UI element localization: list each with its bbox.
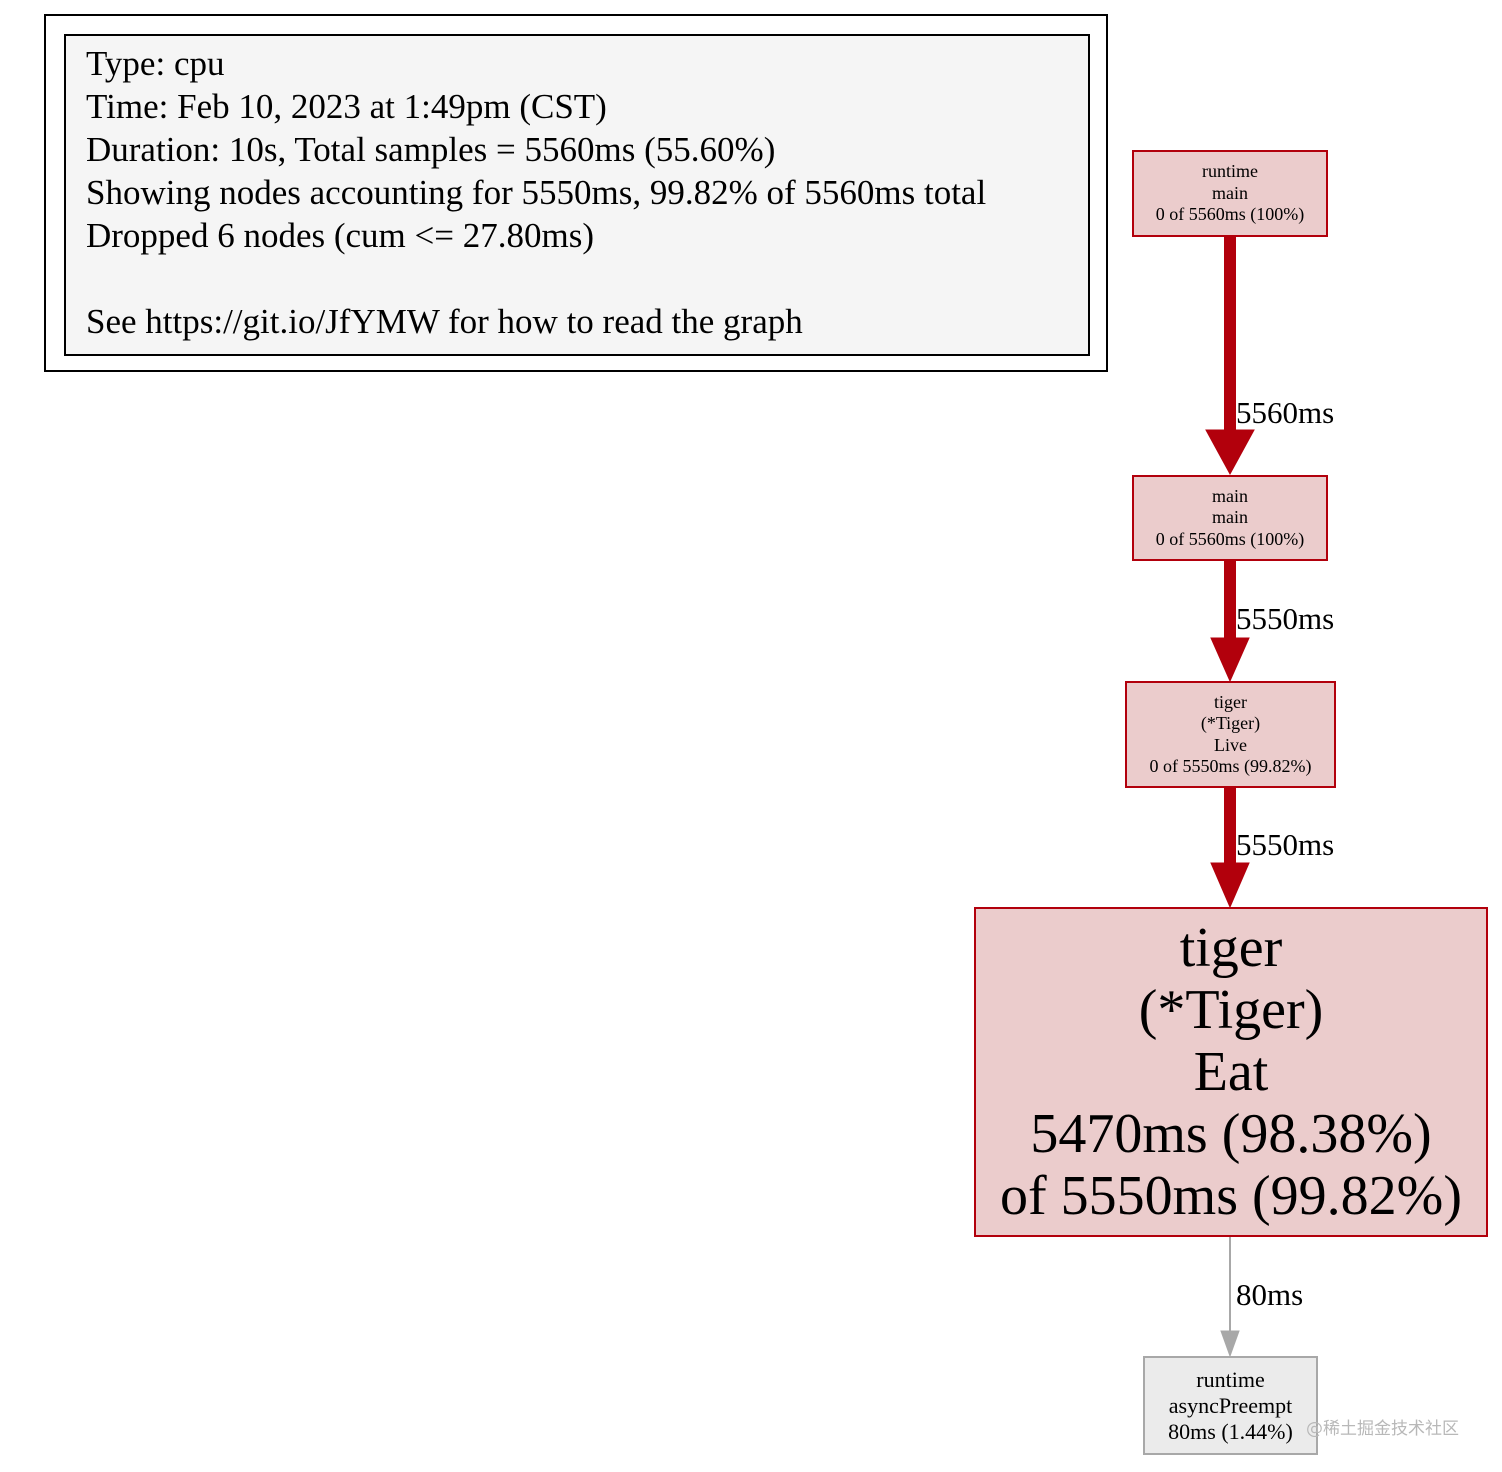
edge-runtime-main-to-main-main: [1205, 237, 1255, 476]
graph-legend: Type: cpu Time: Feb 10, 2023 at 1:49pm (…: [64, 34, 1090, 356]
node-tiger-eat[interactable]: tiger (*Tiger) Eat 5470ms (98.38%) of 55…: [974, 907, 1488, 1237]
legend-duration: Duration: 10s, Total samples = 5560ms (5…: [86, 130, 776, 169]
edge-tiger-live-to-tiger-eat: [1210, 788, 1250, 909]
node-receiver: (*Tiger): [1138, 979, 1324, 1041]
node-runtime-main[interactable]: runtime main 0 of 5560ms (100%): [1132, 150, 1328, 237]
node-samples: 0 of 5560ms (100%): [1155, 204, 1305, 225]
edge-arrowhead: [1205, 429, 1255, 476]
legend-type: Type: cpu: [86, 44, 225, 83]
edge-label-5560ms: 5560ms: [1236, 395, 1335, 430]
node-package: tiger: [1179, 917, 1283, 979]
node-package: runtime: [1202, 161, 1258, 182]
edge-main-main-to-tiger-live: [1210, 561, 1250, 683]
graph-legend-frame: Type: cpu Time: Feb 10, 2023 at 1:49pm (…: [44, 14, 1108, 372]
legend-showing-nodes: Showing nodes accounting for 5550ms, 99.…: [86, 173, 987, 212]
watermark: @稀土掘金技术社区: [1306, 1419, 1459, 1439]
node-cum-samples: of 5550ms (99.82%): [1000, 1165, 1462, 1227]
node-function: asyncPreempt: [1168, 1392, 1293, 1418]
edge-arrowhead: [1210, 862, 1250, 909]
node-function: Live: [1214, 734, 1247, 755]
node-package: main: [1212, 485, 1248, 506]
edge-tiger-eat-to-asyncpreempt: [1220, 1237, 1240, 1358]
edge-arrowhead: [1220, 1330, 1240, 1358]
edge-label-5550ms: 5550ms: [1236, 827, 1335, 862]
node-package: runtime: [1196, 1366, 1265, 1392]
edge-label-5550ms: 5550ms: [1236, 601, 1335, 636]
node-function: Eat: [1193, 1041, 1269, 1103]
legend-help-link: See https://git.io/JfYMW for how to read…: [86, 302, 803, 341]
node-function: main: [1212, 507, 1248, 528]
node-samples: 0 of 5560ms (100%): [1155, 528, 1305, 549]
legend-time: Time: Feb 10, 2023 at 1:49pm (CST): [86, 87, 607, 126]
node-tiger-live[interactable]: tiger (*Tiger) Live 0 of 5550ms (99.82%): [1125, 681, 1336, 788]
legend-dropped-nodes: Dropped 6 nodes (cum <= 27.80ms): [86, 216, 595, 255]
edge-label-80ms: 80ms: [1236, 1277, 1304, 1312]
node-function: main: [1212, 182, 1248, 203]
node-samples: 0 of 5550ms (99.82%): [1149, 756, 1312, 776]
node-flat-samples: 5470ms (98.38%): [1030, 1103, 1432, 1165]
node-samples: 80ms (1.44%): [1168, 1418, 1293, 1444]
node-receiver: (*Tiger): [1200, 713, 1261, 733]
node-runtime-asyncpreempt[interactable]: runtime asyncPreempt 80ms (1.44%): [1143, 1356, 1318, 1455]
node-main-main[interactable]: main main 0 of 5560ms (100%): [1132, 475, 1328, 561]
node-package: tiger: [1214, 691, 1247, 712]
edge-arrowhead: [1210, 637, 1250, 683]
